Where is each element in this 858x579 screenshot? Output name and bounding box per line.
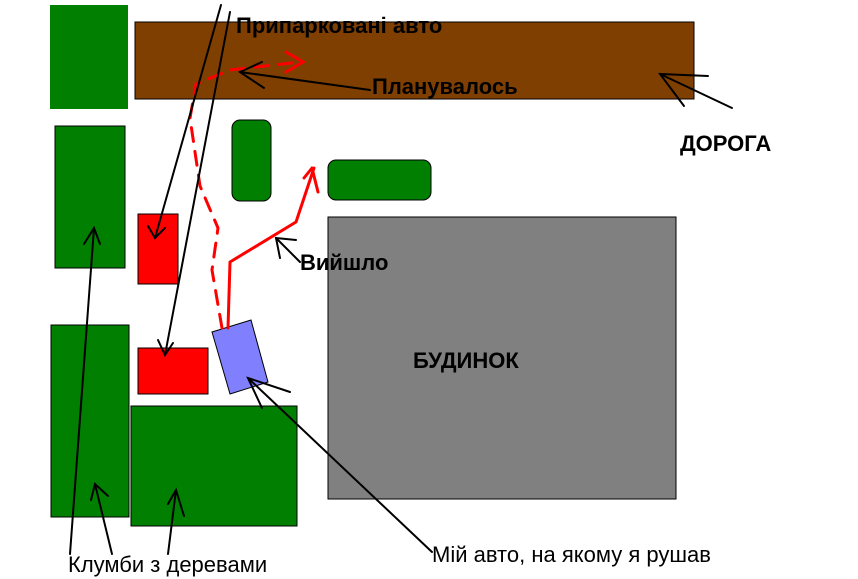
actual-path [226,166,320,330]
planned-path [188,50,306,330]
label-my-car: Мій авто, на якому я рушав [432,542,711,567]
label-road: ДОРОГА [680,131,771,156]
house [327,216,677,500]
flower-bed-left-middle [54,125,126,269]
my-car [211,319,269,395]
flower-bed-left-bottom [50,324,130,518]
flower-bed-small-vertical [231,119,272,202]
label-parked-cars: Припарковані авто [236,13,442,38]
pointer-lines [69,4,733,555]
label-planned: Планувалось [372,74,518,99]
label-flower-beds: Клумби з деревами [68,552,267,577]
flower-bed-top-left [50,5,128,109]
planned-path-arrowhead [284,50,306,74]
parked-car-lower [137,347,209,395]
label-result: Вийшло [300,250,388,275]
flower-bed-bottom [130,405,298,527]
flower-bed-small-horizontal [327,159,432,201]
actual-path-arrowhead [302,166,320,194]
road [134,21,695,100]
label-house: БУДИНОК [413,348,519,373]
